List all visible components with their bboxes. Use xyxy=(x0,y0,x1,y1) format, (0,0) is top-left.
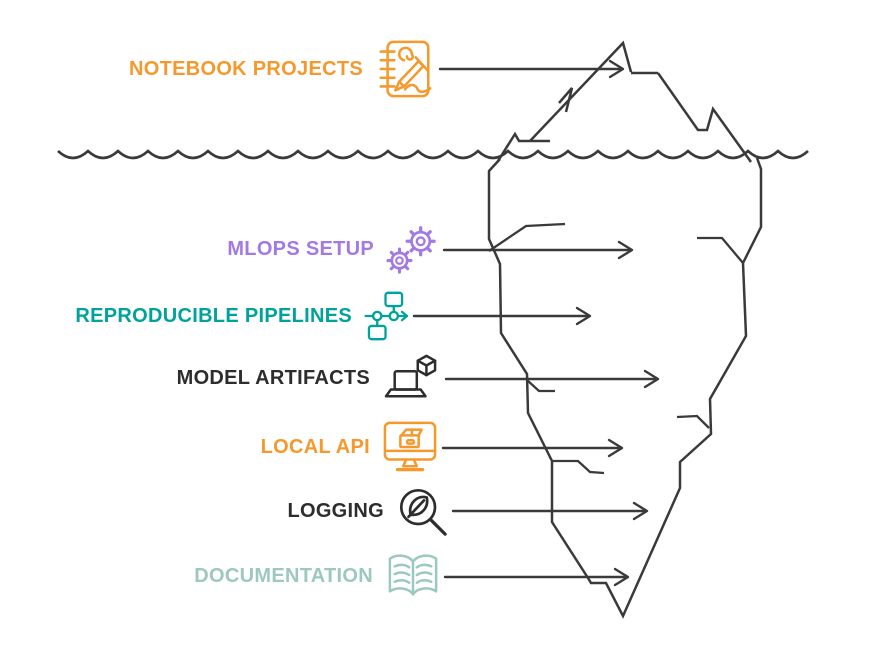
open-book-icon xyxy=(388,554,438,596)
local-api-label: LOCAL API xyxy=(260,436,370,458)
mlops-setup-label: MLOPS SETUP xyxy=(227,238,374,260)
item-row-mlops-setup: MLOPS SETUP xyxy=(227,222,438,276)
magnifier-leaf-icon xyxy=(399,488,447,536)
logging-label: LOGGING xyxy=(287,500,384,522)
arrow-logging xyxy=(451,501,649,521)
item-row-notebook-projects: NOTEBOOK PROJECTS xyxy=(129,36,437,102)
monitor-package-icon xyxy=(383,421,437,472)
notebook-projects-label: NOTEBOOK PROJECTS xyxy=(128,58,363,80)
item-row-local-api: LOCAL API xyxy=(261,420,438,474)
gears-icon xyxy=(386,226,436,274)
water-line xyxy=(57,149,809,160)
laptop-cube-icon xyxy=(384,354,437,398)
item-row-documentation: DOCUMENTATION xyxy=(194,550,441,602)
arrow-model-artifacts xyxy=(444,369,660,389)
arrow-mlops-setup xyxy=(442,240,634,260)
iceberg-cracks xyxy=(488,222,744,475)
item-row-model-artifacts: MODEL ARTIFACTS xyxy=(177,353,442,403)
arrow-notebook-projects xyxy=(438,59,625,79)
documentation-label: DOCUMENTATION xyxy=(194,565,373,587)
arrow-local-api xyxy=(441,438,624,458)
iceberg-spike xyxy=(558,87,574,113)
reproducible-pipelines-label: REPRODUCIBLE PIPELINES xyxy=(75,305,352,327)
item-row-logging: LOGGING xyxy=(287,485,448,537)
item-row-reproducible-pipelines: REPRODUCIBLE PIPELINES xyxy=(75,290,412,342)
arrow-reproducible-pipelines xyxy=(412,306,592,326)
iceberg-below-water xyxy=(487,157,763,619)
notebook-pen-icon xyxy=(379,40,432,98)
model-artifacts-label: MODEL ARTIFACTS xyxy=(176,367,370,389)
pipeline-icon xyxy=(364,291,409,341)
iceberg-above-water xyxy=(496,40,753,163)
arrow-documentation xyxy=(443,567,630,587)
